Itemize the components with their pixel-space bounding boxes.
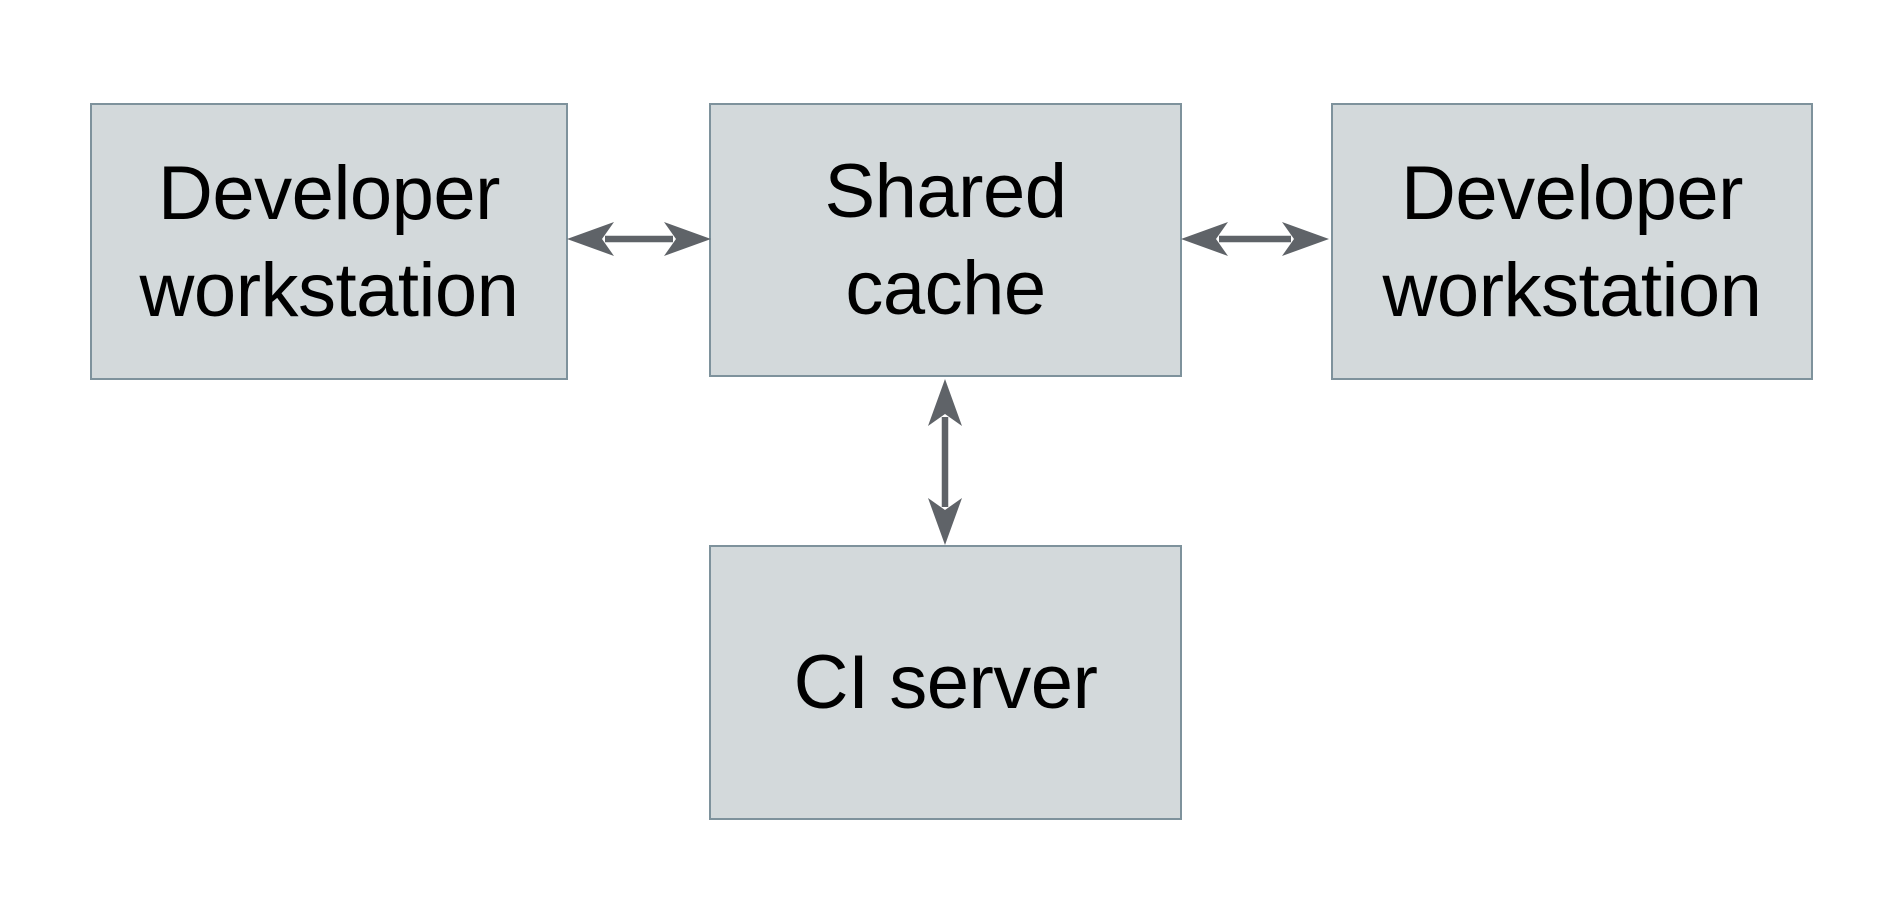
bidirectional-arrow-icon <box>1181 219 1329 259</box>
node-ci-server: CI server <box>709 545 1182 820</box>
node-label: Developer workstation <box>139 150 519 333</box>
bidirectional-arrow-icon <box>567 219 711 259</box>
bidirectional-arrow-icon <box>925 379 965 545</box>
node-label: Shared cache <box>824 149 1067 331</box>
node-developer-workstation-left: Developer workstation <box>90 103 568 380</box>
node-developer-workstation-right: Developer workstation <box>1331 103 1813 380</box>
node-label: Developer workstation <box>1382 150 1762 333</box>
node-shared-cache: Shared cache <box>709 103 1182 377</box>
node-label: CI server <box>793 640 1098 725</box>
